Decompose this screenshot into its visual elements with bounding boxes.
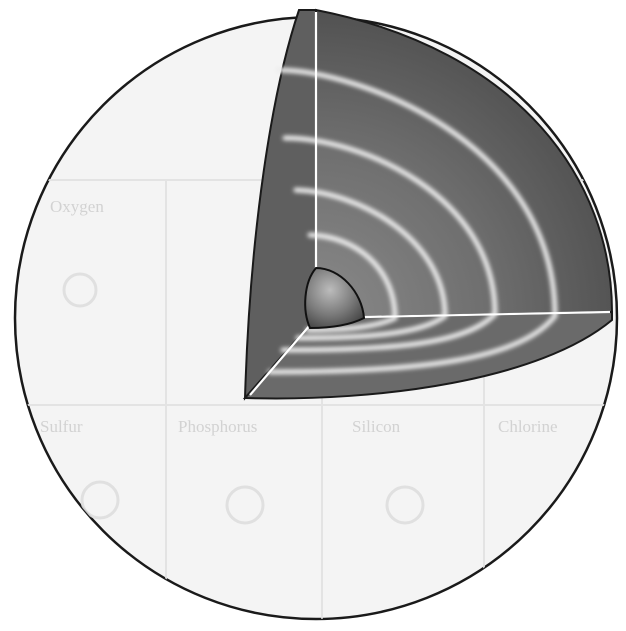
bleed-through-label-phosphorus: Phosphorus: [178, 417, 257, 436]
bleed-through-label-sulfur: Sulfur: [40, 417, 83, 436]
bleed-through-label-silicon: Silicon: [352, 417, 401, 436]
bleed-through-label-oxygen: Oxygen: [50, 197, 104, 216]
bleed-through-label-chlorine: Chlorine: [498, 417, 558, 436]
